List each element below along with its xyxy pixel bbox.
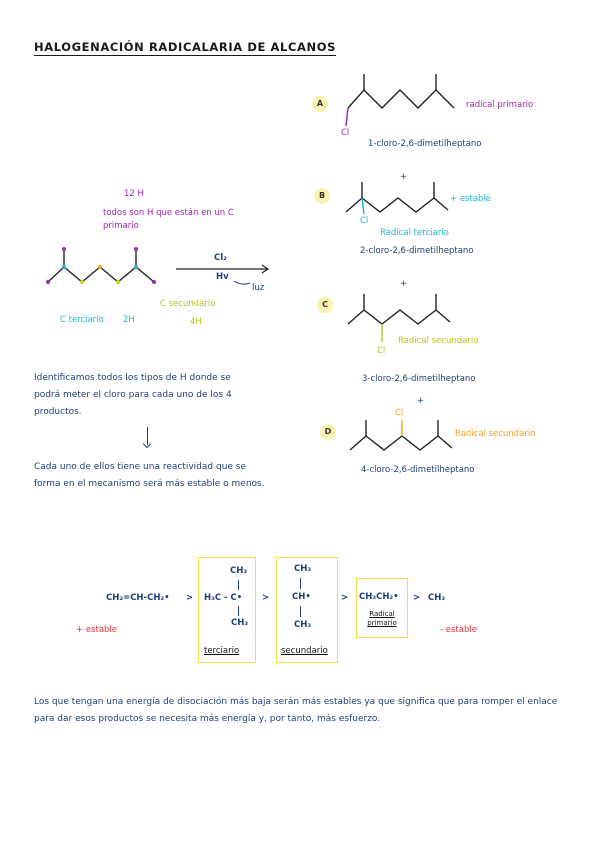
allyl-radical: CH₂=CH-CH₂• [106, 593, 170, 603]
gt-2: > [262, 593, 270, 603]
product-c-cl: Cl [377, 346, 386, 356]
reagent-label: Cl₂ [214, 253, 227, 263]
prim-formula: CH₃CH₂• [359, 592, 399, 602]
terciario-label: C terciario [60, 315, 104, 325]
paragraph-identify: Identificamos todos los tipos de H donde… [34, 373, 232, 417]
most-stable-label: + estable [76, 625, 118, 635]
product-c-badge: C [317, 297, 333, 313]
product-d-cl: Cl [395, 408, 404, 418]
reaction-arrow [176, 264, 270, 285]
secundario-h: 4H [190, 317, 202, 327]
product-c-name: 3-cloro-2,6-dimetilheptano [362, 374, 476, 384]
tertiary-box [198, 557, 256, 663]
product-b-stable: + estable [450, 194, 492, 204]
sec-top: CH₃ [294, 564, 312, 574]
sec-bond-down [300, 606, 301, 617]
product-c-structure [347, 294, 451, 342]
product-b-structure [345, 182, 449, 215]
product-c-radical: Radical secundario [398, 336, 479, 346]
tert-bot: CH₃ [231, 618, 249, 628]
primary-note: todos son H que están en un C primario [103, 208, 234, 231]
terciario-h: 2H [123, 315, 135, 325]
conclusion-paragraph: Los que tengan una energía de disociació… [34, 697, 558, 724]
tert-label: terciario [204, 646, 240, 656]
gt-3: > [341, 593, 349, 603]
page-title: HALOGENACIÓN RADICALARIA DE ALCANOS [34, 40, 337, 56]
down-arrow-icon [147, 427, 148, 445]
product-a-structure [345, 74, 455, 127]
product-d-structure [349, 420, 453, 451]
sec-bond-up [300, 578, 301, 589]
conditions-label: Hv [216, 272, 229, 282]
product-b-radical: Radical terciario [380, 228, 449, 238]
tert-mid: H₃C - C• [204, 593, 243, 603]
sec-mid: CH• [292, 592, 311, 602]
sec-bot: CH₃ [294, 620, 312, 630]
product-d-badge: D [320, 424, 336, 440]
product-a-name: 1-cloro-2,6-dimetilheptano [368, 139, 482, 149]
methyl-radical: CH₃ [428, 593, 446, 603]
plus-d: + [417, 396, 425, 406]
least-stable-label: - estable [440, 625, 477, 635]
tert-bond-up [238, 580, 239, 590]
product-b-badge: B [314, 188, 330, 204]
sec-label: secundario [281, 646, 328, 656]
product-d-name: 4-cloro-2,6-dimetilheptano [361, 465, 475, 475]
h-count: 12 H [124, 189, 144, 199]
product-b-cl: Cl [360, 216, 369, 226]
product-a-cl: Cl [341, 128, 350, 138]
paragraph-reactivity: Cada uno de ellos tiene una reactividad … [34, 462, 265, 489]
plus-c: + [400, 279, 408, 289]
secundario-label: C secundario [160, 299, 216, 309]
tert-top: CH₃ [230, 566, 248, 576]
product-a-badge: A [312, 96, 328, 112]
product-b-name: 2-cloro-2,6-dimetilheptano [360, 246, 474, 256]
gt-4: > [413, 593, 421, 603]
plus-b: + [400, 172, 408, 182]
product-a-radical: radical primario [466, 100, 534, 110]
product-d-radical: Radical secundario [455, 429, 536, 439]
primary-box [356, 578, 408, 638]
gt-1: > [186, 593, 194, 603]
starting-alkane-structure [46, 247, 156, 284]
secondary-box [276, 557, 338, 663]
light-label: luz [252, 283, 265, 293]
prim-label: Radical primario [367, 610, 397, 627]
tert-bond-down [238, 606, 239, 616]
